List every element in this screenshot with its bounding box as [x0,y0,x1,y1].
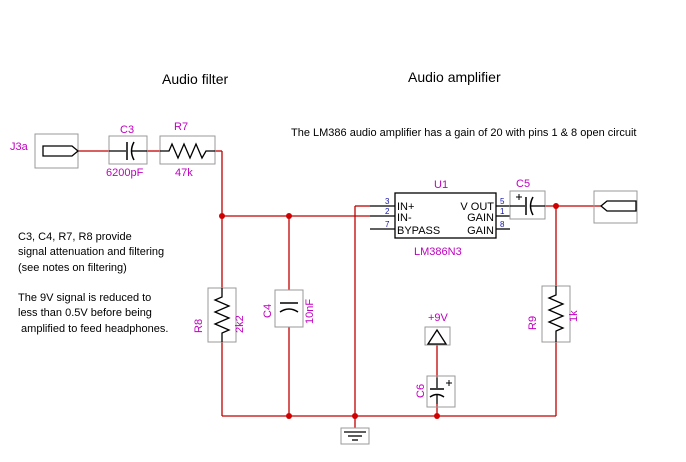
note-line: signal attenuation and filtering [18,246,164,258]
c4-value: 10nF [304,299,316,324]
r7-value: 47k [175,167,193,179]
c3-capacitor[interactable]: C3 6200pF [106,124,148,179]
heading-audio-amplifier: Audio amplifier [408,69,501,85]
u1-pin-gain2: GAIN [467,225,494,237]
supply-9v-label: +9V [428,312,449,324]
note-line: less than 0.5V before being [18,307,152,319]
junction-dot [434,413,440,419]
junction-dot [286,413,292,419]
c6-capacitor[interactable]: C6 [415,375,456,408]
c4-ref: C4 [262,304,274,318]
c5-ref: C5 [516,178,530,190]
note-amplifier-gain: The LM386 audio amplifier has a gain of … [291,127,636,139]
wires [78,150,601,428]
j3a-label: J3a [10,141,29,153]
u1-pin-bypass: BYPASS [397,225,440,237]
junction-dot [553,203,559,209]
junction-dot [352,413,358,419]
c5-capacitor[interactable]: C5 [509,178,546,220]
heading-audio-filter: Audio filter [162,71,228,87]
junction-dot [286,213,292,219]
u1-pin-gain1: GAIN [467,212,494,224]
u1-pin-in-minus: IN- [397,212,412,224]
r8-ref: R8 [193,319,205,333]
r7-ref: R7 [174,121,188,133]
c4-capacitor[interactable]: C4 10nF [262,289,316,328]
c3-ref: C3 [120,124,134,136]
u1-pinnum-7: 7 [385,220,390,229]
u1-amplifier[interactable]: U1 LM386N3 IN+ IN- BYPASS V OUT GAIN GAI… [370,179,510,258]
r8-resistor[interactable]: R8 2k2 [193,287,246,343]
notes-left: C3, C4, R7, R8 provide signal attenuatio… [18,231,168,335]
r8-value: 2k2 [234,315,246,333]
u1-pinnum-2: 2 [385,207,390,216]
note-line: (see notes on filtering) [18,262,127,274]
r9-resistor[interactable]: R9 1k [527,285,580,343]
u1-pinnum-8: 8 [500,220,505,229]
ground-symbol[interactable] [340,427,370,445]
c3-value: 6200pF [106,167,144,179]
note-line: amplified to feed headphones. [18,323,168,335]
r9-value: 1k [568,310,580,322]
u1-part: LM386N3 [414,246,462,258]
u1-pinnum-3: 3 [385,197,390,206]
u1-pin-in-plus: IN+ [397,201,414,213]
u1-pin-vout: V OUT [460,201,494,213]
c6-ref: C6 [415,384,427,398]
note-line: C3, C4, R7, R8 provide [18,231,132,243]
j3a-connector[interactable]: J3a [10,133,80,169]
u1-pinnum-1: 1 [500,207,505,216]
supply-9v[interactable]: +9V [424,312,451,346]
junction-dot [219,213,225,219]
u1-pinnum-5: 5 [500,197,505,206]
junctions [219,203,559,419]
note-line: The 9V signal is reduced to [18,292,151,304]
r9-ref: R9 [527,316,539,330]
output-connector[interactable] [593,190,638,224]
r7-resistor[interactable]: R7 47k [159,121,216,179]
u1-ref: U1 [434,179,448,191]
